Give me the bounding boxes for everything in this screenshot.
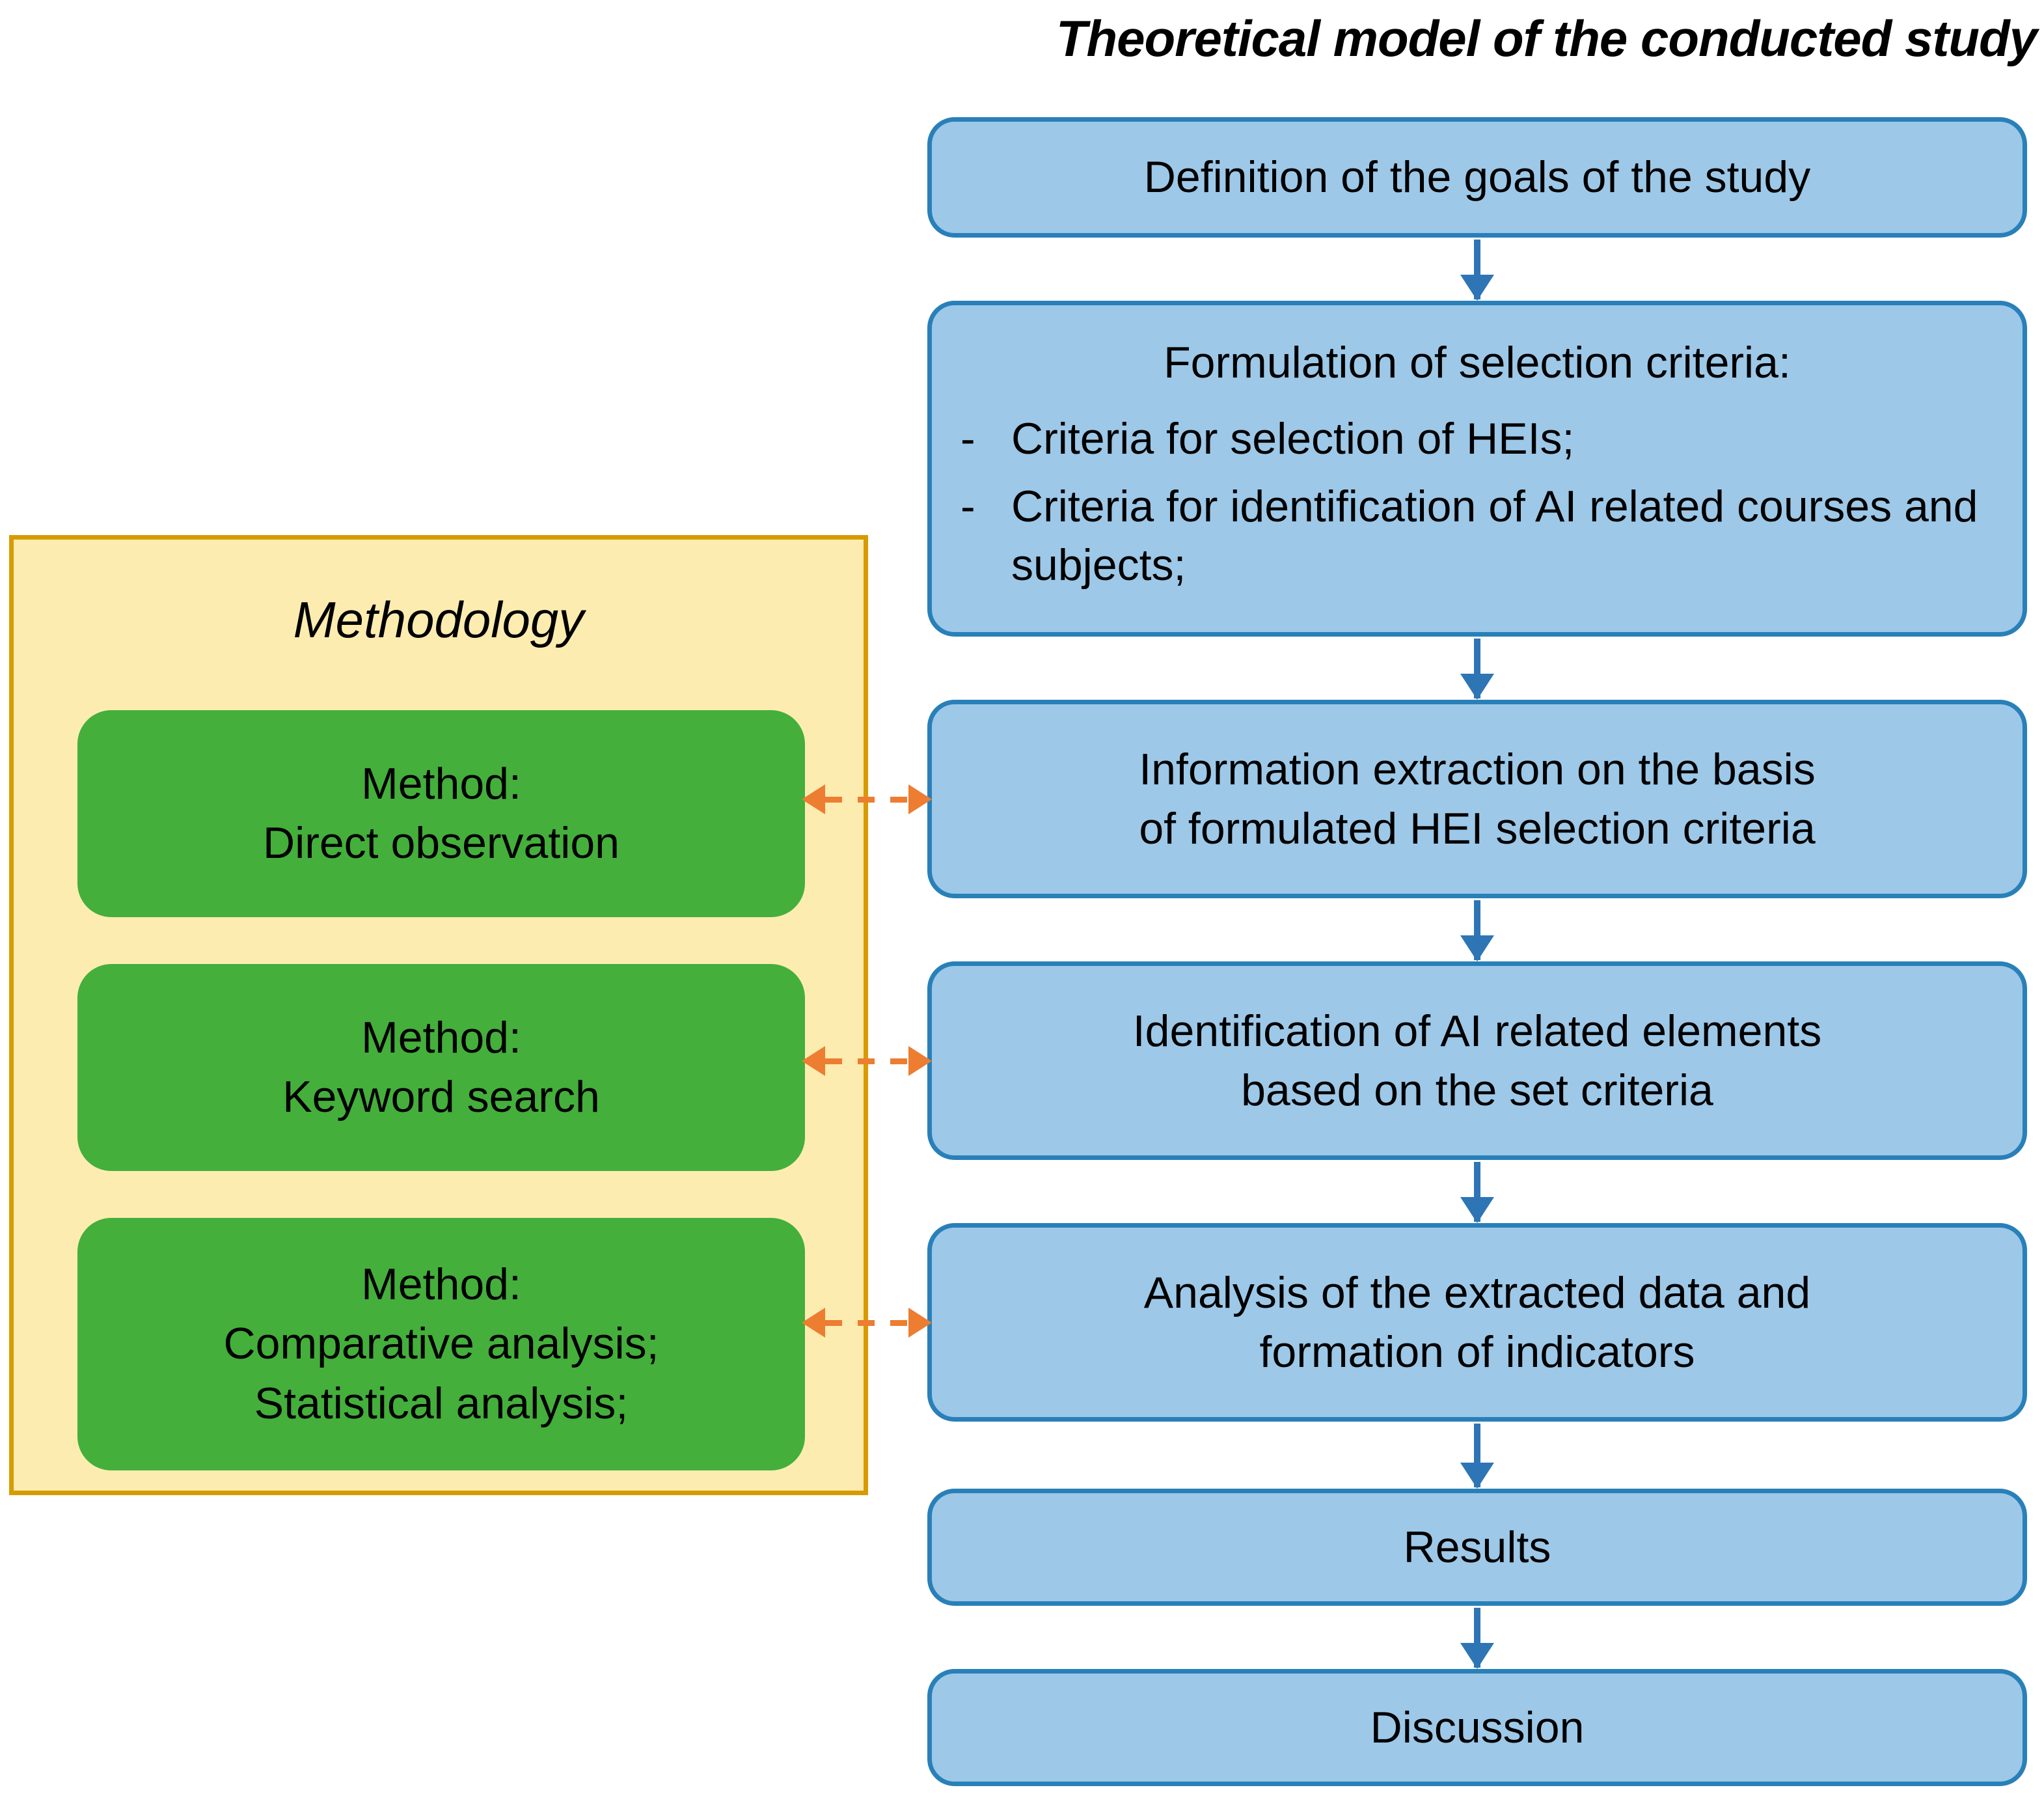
- method-box-direct-observation[interactable]: Method: Direct observation: [77, 710, 805, 917]
- flow-step-identification-line-2: based on the set criteria: [1241, 1065, 1713, 1115]
- flow-step-discussion[interactable]: Discussion: [927, 1669, 2027, 1786]
- flow-step-results-line-1: Results: [1403, 1522, 1551, 1572]
- criteria-list-item: - Criteria for selection of HEIs;: [932, 409, 2023, 468]
- arrow-head-right-icon: [908, 1046, 932, 1076]
- method-name-2: Statistical analysis;: [254, 1378, 629, 1428]
- flow-step-analysis-line-2: formation of indicators: [1259, 1327, 1695, 1377]
- link-arrow-analysis-methods-to-analysis: [802, 1308, 932, 1338]
- flow-arrow-results-to-discussion: [1474, 1608, 1480, 1668]
- flow-arrow-criteria-to-extraction: [1474, 639, 1480, 698]
- method-name-1: Comparative analysis;: [223, 1319, 659, 1369]
- flow-step-information-extraction-line-2: of formulated HEI selection criteria: [1139, 803, 1816, 853]
- criteria-list: - Criteria for selection of HEIs; - Crit…: [932, 409, 2023, 604]
- method-label: Method:: [361, 1260, 521, 1310]
- flow-step-analysis-line-1: Analysis of the extracted data and: [1143, 1268, 1811, 1318]
- methodology-title: Methodology: [293, 591, 584, 648]
- flow-arrow-identification-to-analysis: [1474, 1162, 1480, 1222]
- flow-step-criteria-heading: Formulation of selection criteria:: [1164, 338, 1791, 388]
- criteria-item-text: Criteria for identification of AI relate…: [1011, 482, 1978, 590]
- flow-step-definition[interactable]: Definition of the goals of the study: [927, 117, 2027, 238]
- flow-step-definition-line-1: Definition of the goals of the study: [1143, 152, 1811, 202]
- flow-step-criteria[interactable]: Formulation of selection criteria: - Cri…: [927, 301, 2027, 637]
- flow-arrow-definition-to-criteria: [1474, 240, 1480, 299]
- flow-step-discussion-line-1: Discussion: [1370, 1702, 1585, 1752]
- criteria-dash-marker: -: [961, 413, 975, 463]
- method-box-keyword-search[interactable]: Method: Keyword search: [77, 964, 805, 1171]
- dashed-connector-line: [825, 796, 908, 803]
- arrow-head-left-icon: [802, 1308, 825, 1338]
- process-flow-column: Definition of the goals of the study For…: [927, 0, 2027, 1805]
- flow-arrow-extraction-to-identification: [1474, 900, 1480, 960]
- criteria-dash-marker: -: [961, 482, 975, 531]
- method-box-comparative-statistical[interactable]: Method: Comparative analysis; Statistica…: [77, 1218, 805, 1470]
- flow-step-information-extraction[interactable]: Information extraction on the basis of f…: [927, 700, 2027, 898]
- link-arrow-observation-to-extraction: [802, 784, 932, 814]
- flow-step-analysis[interactable]: Analysis of the extracted data and forma…: [927, 1223, 2027, 1422]
- method-label: Method:: [361, 1012, 521, 1062]
- arrow-head-left-icon: [802, 784, 825, 814]
- flow-step-identification-line-1: Identification of AI related elements: [1132, 1006, 1822, 1056]
- arrow-head-right-icon: [908, 1308, 932, 1338]
- flow-step-results[interactable]: Results: [927, 1489, 2027, 1606]
- method-name: Direct observation: [262, 818, 620, 868]
- flow-arrow-analysis-to-results: [1474, 1424, 1480, 1487]
- dashed-connector-line: [825, 1058, 908, 1064]
- criteria-item-text: Criteria for selection of HEIs;: [1011, 413, 1575, 463]
- method-name: Keyword search: [282, 1072, 600, 1122]
- arrow-head-left-icon: [802, 1046, 825, 1076]
- criteria-list-item: - Criteria for identification of AI rela…: [932, 477, 2023, 595]
- flow-step-identification[interactable]: Identification of AI related elements ba…: [927, 961, 2027, 1160]
- link-arrow-keyword-to-identification: [802, 1046, 932, 1076]
- flow-step-information-extraction-line-1: Information extraction on the basis: [1139, 745, 1816, 795]
- diagram-title: Theoretical model of the conducted study: [1056, 10, 2037, 67]
- methodology-panel: Methodology Method: Direct observation M…: [9, 535, 868, 1495]
- dashed-connector-line: [825, 1319, 908, 1326]
- method-label: Method:: [361, 758, 521, 808]
- arrow-head-right-icon: [908, 784, 932, 814]
